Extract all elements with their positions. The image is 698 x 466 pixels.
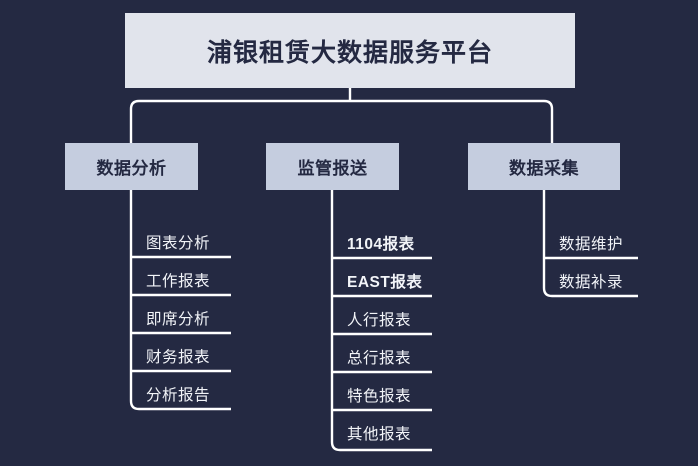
root-node-label: 浦银租赁大数据服务平台 xyxy=(206,38,493,67)
leaf-node-head-office-report[interactable]: 总行报表 xyxy=(347,350,412,367)
branch-node-label: 数据采集 xyxy=(509,159,579,178)
branch-0-spine xyxy=(129,200,231,411)
level2-bus-connector xyxy=(129,99,554,143)
branch-node-label: 监管报送 xyxy=(297,159,368,178)
leaf-node-chart-analysis[interactable]: 图表分析 xyxy=(146,235,211,252)
leaf-node-featured-report[interactable]: 特色报表 xyxy=(347,388,412,405)
root-node[interactable]: 浦银租赁大数据服务平台 xyxy=(125,13,575,88)
leaf-node-other-report[interactable]: 其他报表 xyxy=(347,426,412,443)
branch-node-label: 数据分析 xyxy=(96,159,167,178)
leaf-node-east-report[interactable]: EAST报表 xyxy=(347,274,423,291)
branch-node-data-analysis[interactable]: 数据分析 xyxy=(65,143,198,190)
leaf-node-work-report[interactable]: 工作报表 xyxy=(146,273,211,290)
leaf-node-data-maintenance[interactable]: 数据维护 xyxy=(559,236,624,253)
branch-node-data-collection[interactable]: 数据采集 xyxy=(468,143,620,190)
leaf-node-financial-report[interactable]: 财务报表 xyxy=(146,349,211,366)
branch-node-regulatory-reporting[interactable]: 监管报送 xyxy=(266,143,399,190)
leaf-node-pboc-report[interactable]: 人行报表 xyxy=(347,312,412,329)
leaf-node-analysis-report[interactable]: 分析报告 xyxy=(146,387,211,404)
leaf-node-1104-report[interactable]: 1104报表 xyxy=(347,236,415,253)
leaf-node-data-supplement[interactable]: 数据补录 xyxy=(559,274,624,291)
leaf-node-adhoc-analysis[interactable]: 即席分析 xyxy=(146,311,211,328)
